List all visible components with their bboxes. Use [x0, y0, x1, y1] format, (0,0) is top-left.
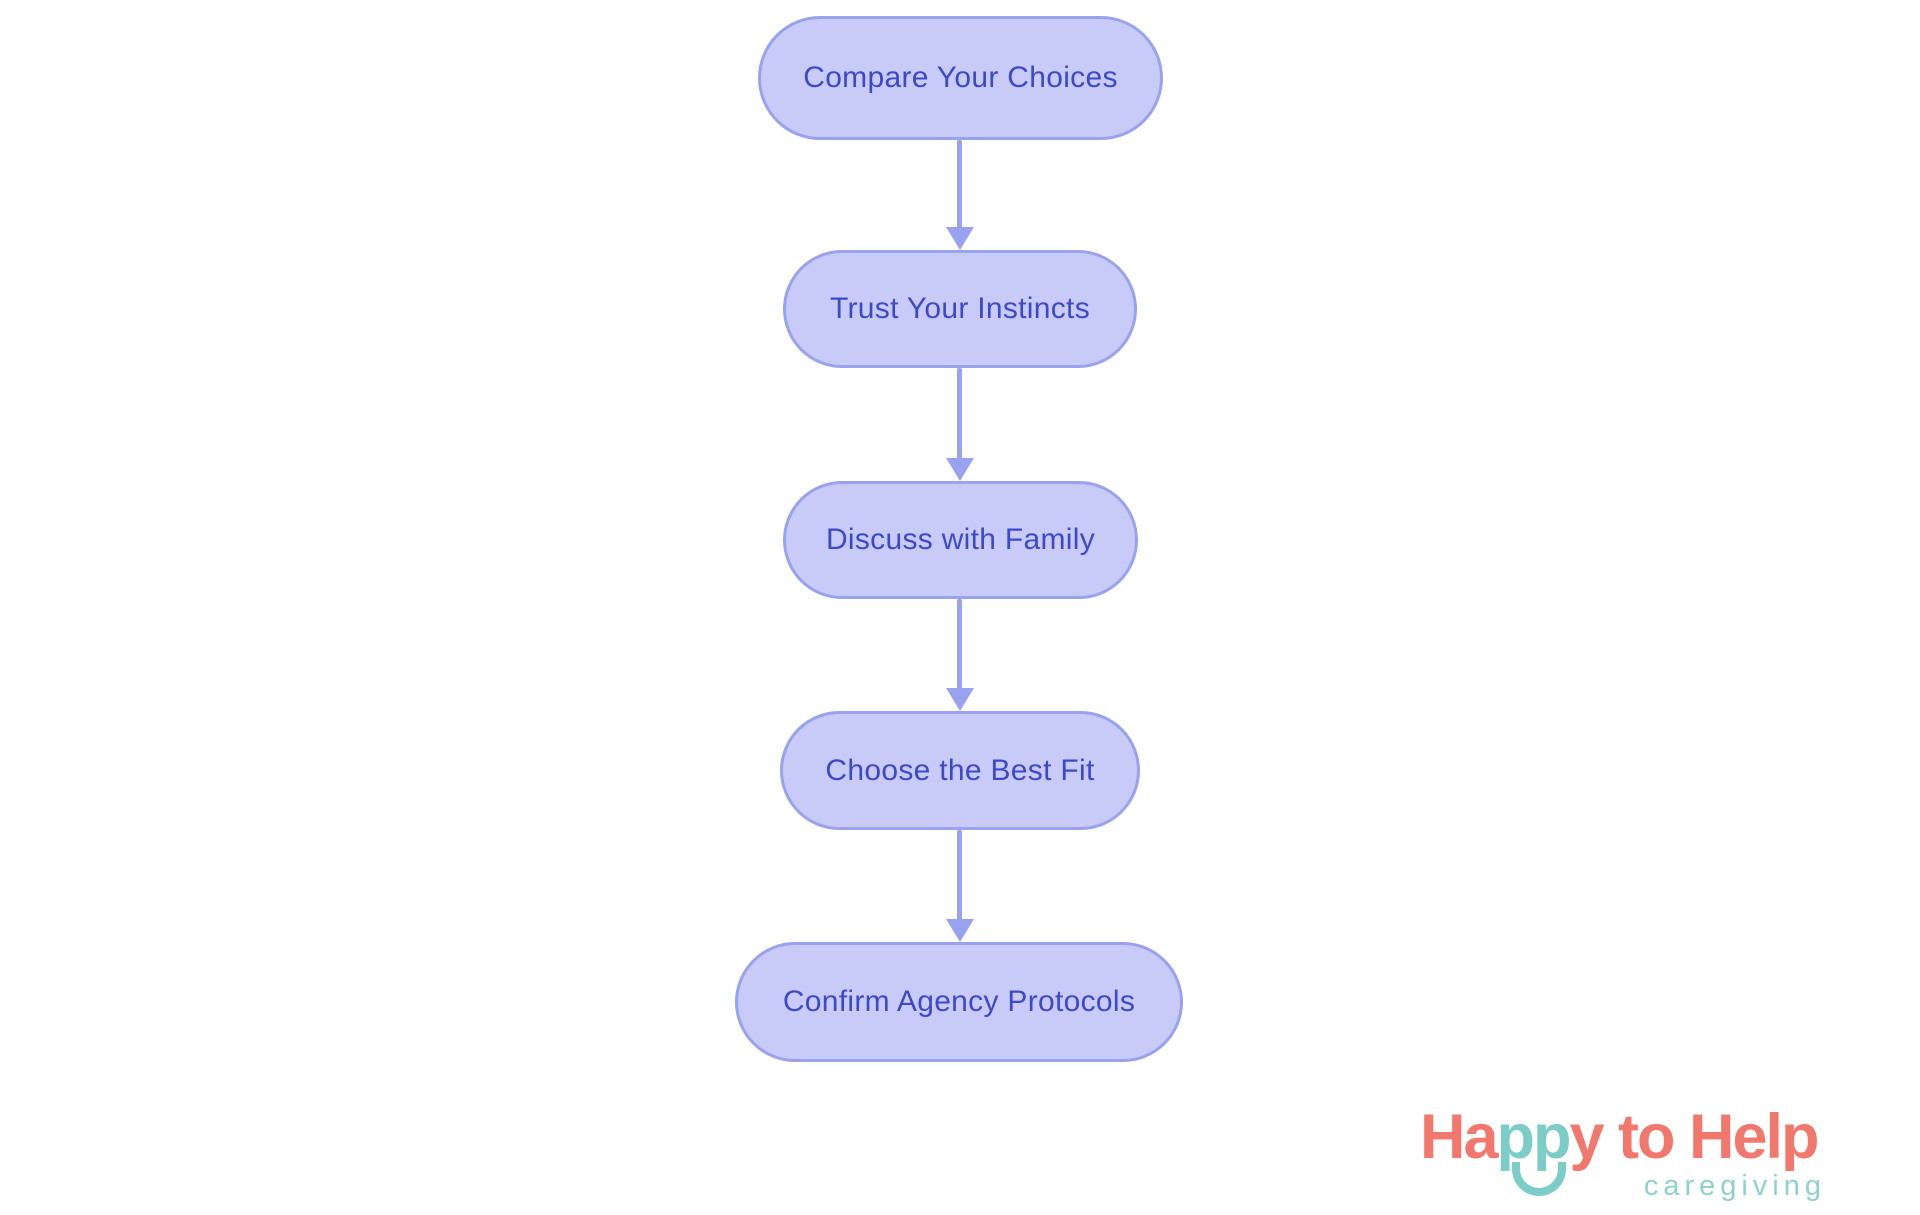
arrow-head-icon: [946, 458, 974, 481]
arrow-shaft: [957, 140, 962, 232]
flow-node-label: Choose the Best Fit: [825, 753, 1095, 787]
arrow-shaft: [957, 368, 962, 463]
arrow-connector-2: [945, 368, 975, 481]
flow-node-choose-the-best-fit: Choose the Best Fit: [780, 711, 1140, 830]
flow-node-label: Confirm Agency Protocols: [782, 985, 1136, 1018]
logo-text-ha: Ha: [1420, 1102, 1499, 1172]
arrow-head-icon: [946, 227, 974, 250]
happy-to-help-logo: Happy to Help caregiving: [1420, 1106, 1882, 1206]
logo-subtitle: caregiving: [1643, 1170, 1826, 1202]
flow-node-label: Trust Your Instincts: [829, 292, 1090, 325]
smile-icon: [1512, 1162, 1566, 1196]
flow-node-label: Discuss with Family: [825, 523, 1096, 556]
flow-node-confirm-agency-protocols: Confirm Agency Protocols: [735, 942, 1183, 1062]
arrow-shaft: [957, 599, 962, 693]
flow-node-label: Compare Your Choices: [803, 61, 1118, 94]
flow-node-discuss-with-family: Discuss with Family: [783, 481, 1138, 599]
arrow-head-icon: [946, 688, 974, 711]
logo-wordmark: Happy to Help: [1420, 1106, 1882, 1169]
arrow-connector-1: [945, 140, 975, 250]
flow-node-compare-your-choices: Compare Your Choices: [758, 16, 1163, 140]
arrow-connector-4: [945, 830, 975, 942]
arrow-head-icon: [946, 919, 974, 942]
arrow-connector-3: [945, 599, 975, 711]
flow-node-trust-your-instincts: Trust Your Instincts: [783, 250, 1137, 368]
logo-text-y-to-help: y to Help: [1569, 1102, 1820, 1172]
logo-text-pp: pp: [1496, 1102, 1572, 1172]
arrow-shaft: [957, 830, 962, 924]
